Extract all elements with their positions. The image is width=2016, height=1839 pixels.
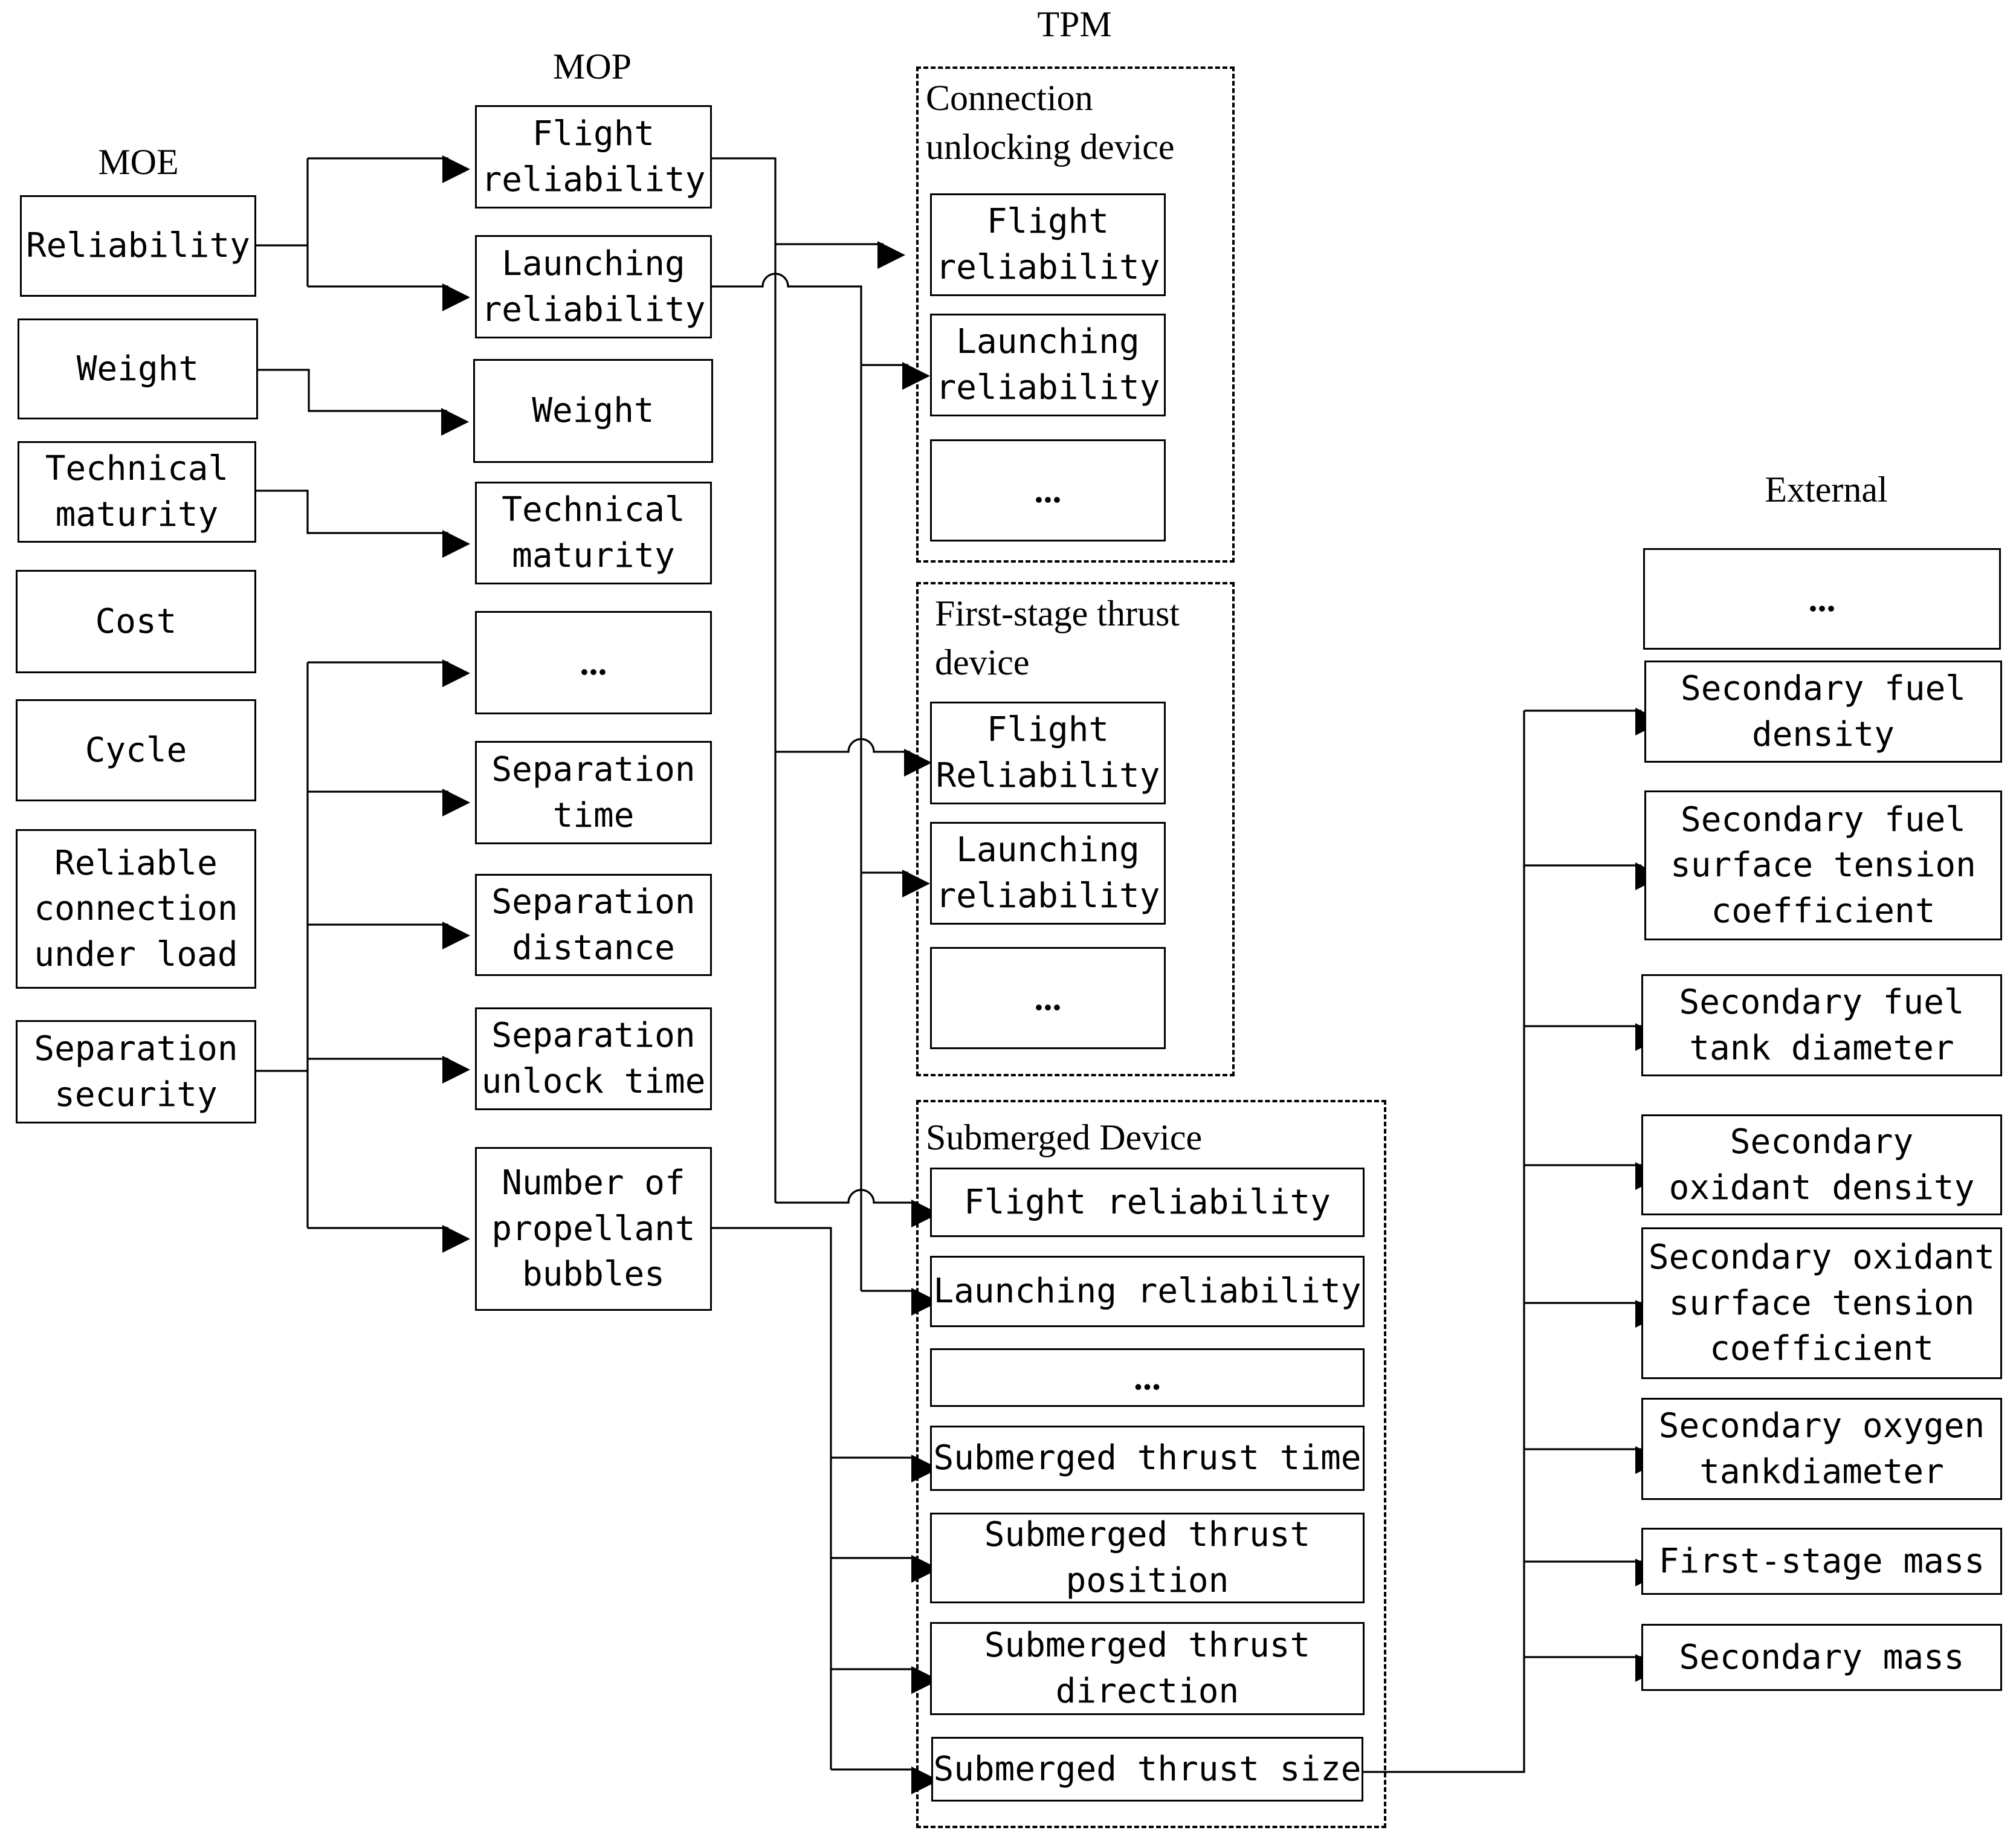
connector-reliability-stem bbox=[254, 158, 309, 286]
moe-separation-security: Separation security bbox=[16, 1020, 256, 1123]
group-submerged-title: Submerged Device bbox=[926, 1117, 1203, 1157]
external-oxidant-surface-tension: Secondary oxidant surface tension coeffi… bbox=[1641, 1227, 2002, 1379]
tpm-submerged-thrust-size: Submerged thrust size bbox=[931, 1737, 1363, 1802]
tpm-submerged-thrust-position: Submerged thrust position bbox=[930, 1513, 1365, 1603]
external-oxygen-tank-diameter: Secondary oxygen tankdiameter bbox=[1641, 1398, 2002, 1500]
moe-reliability: Reliability bbox=[20, 195, 256, 297]
tpm-first-stage-ellipsis: ... bbox=[930, 947, 1166, 1049]
group-connection-unlocking-device bbox=[916, 66, 1235, 563]
group-connection-title: Connection unlocking device bbox=[926, 78, 1175, 167]
tpm-first-stage-flight-reliability: Flight Reliability bbox=[930, 702, 1166, 804]
moe-cost: Cost bbox=[16, 570, 256, 673]
tpm-first-stage-launching-reliability: Launching reliability bbox=[930, 822, 1166, 925]
connector-technical-maturity bbox=[255, 490, 470, 558]
external-ellipsis: ... bbox=[1643, 548, 2001, 650]
group-submerged-device bbox=[916, 1100, 1386, 1828]
external-fuel-tank-diameter: Secondary fuel tank diameter bbox=[1641, 974, 2002, 1076]
mop-propellant-bubbles: Number of propellant bubbles bbox=[475, 1147, 712, 1311]
tpm-connection-flight-reliability: Flight reliability bbox=[930, 193, 1166, 296]
tpm-column-title: TPM bbox=[1037, 4, 1112, 44]
mop-separation-distance: Separation distance bbox=[475, 874, 712, 976]
mop-ellipsis: ... bbox=[475, 611, 712, 714]
connector-separation-trunk bbox=[255, 662, 309, 1228]
group-first-stage-title: First-stage thrust device bbox=[935, 593, 1180, 682]
external-fuel-density: Secondary fuel density bbox=[1644, 661, 2002, 763]
mop-technical-maturity: Technical maturity bbox=[475, 482, 712, 584]
external-oxidant-density: Secondary oxidant density bbox=[1641, 1114, 2002, 1215]
tpm-submerged-ellipsis: ... bbox=[930, 1348, 1365, 1407]
mop-launching-reliability: Launching reliability bbox=[475, 235, 712, 338]
mop-weight: Weight bbox=[473, 359, 713, 463]
tpm-submerged-thrust-time: Submerged thrust time bbox=[930, 1426, 1365, 1491]
connector-flight-to-submerged bbox=[775, 1189, 939, 1227]
external-first-stage-mass: First-stage mass bbox=[1641, 1528, 2002, 1595]
propellant-bubbles-bus bbox=[711, 1227, 832, 1770]
external-fuel-surface-tension: Secondary fuel surface tension coefficie… bbox=[1644, 790, 2002, 940]
mop-separation-time: Separation time bbox=[475, 741, 712, 844]
moe-technical-maturity: Technical maturity bbox=[18, 441, 256, 543]
tpm-submerged-thrust-direction: Submerged thrust direction bbox=[930, 1622, 1365, 1715]
external-column-title: External bbox=[1765, 470, 1888, 509]
tpm-connection-ellipsis: ... bbox=[930, 439, 1166, 541]
mop-flight-reliability: Flight reliability bbox=[475, 105, 712, 208]
mop-column-title: MOP bbox=[552, 47, 632, 86]
moe-cycle: Cycle bbox=[16, 699, 256, 801]
moe-reliable-connection: Reliable connection under load bbox=[16, 829, 256, 989]
group-first-stage-thrust-device bbox=[916, 582, 1235, 1076]
tpm-submerged-launching-reliability: Launching reliability bbox=[930, 1256, 1365, 1327]
moe-column-title: MOE bbox=[98, 142, 179, 182]
external-bus bbox=[1363, 711, 1525, 1773]
mop-separation-unlock-time: Separation unlock time bbox=[475, 1007, 712, 1110]
tpm-connection-launching-reliability: Launching reliability bbox=[930, 314, 1166, 416]
launching-reliability-bus bbox=[711, 273, 862, 1291]
external-secondary-mass: Secondary mass bbox=[1641, 1624, 2002, 1691]
moe-weight: Weight bbox=[18, 318, 258, 419]
tpm-submerged-flight-reliability: Flight reliability bbox=[930, 1168, 1365, 1237]
connector-flight-to-first-stage bbox=[775, 738, 932, 777]
flight-reliability-bus bbox=[711, 157, 777, 1203]
connector-weight bbox=[257, 369, 469, 436]
